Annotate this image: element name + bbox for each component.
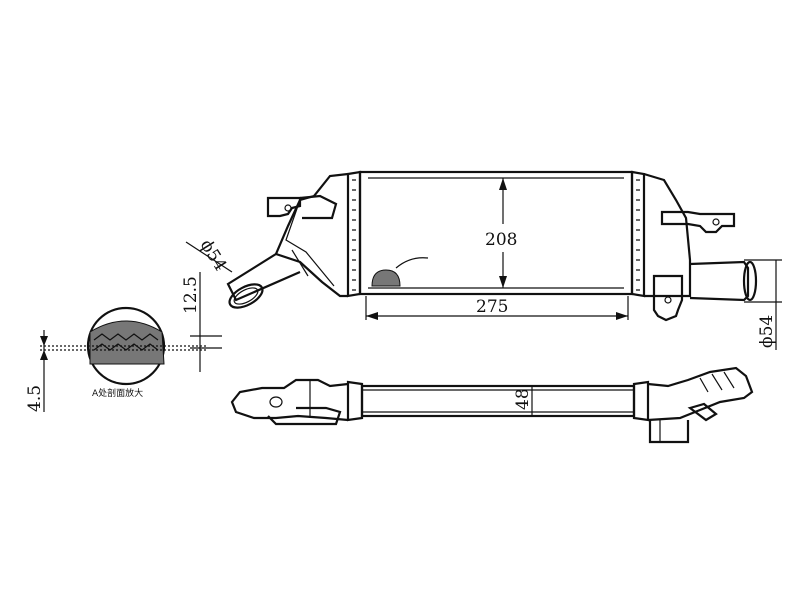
- dim-width: 275: [365, 296, 629, 320]
- top-right-outlet: [648, 420, 690, 444]
- left-tank-inner: [285, 199, 335, 287]
- right-tank: [643, 172, 692, 298]
- left-bracket-hole: [284, 204, 292, 212]
- dim-width-arrow-right: [616, 312, 628, 320]
- dim-height: 208: [485, 178, 517, 288]
- top-left-header: [346, 380, 364, 422]
- dim-fin-label: 4.5: [25, 385, 45, 412]
- dim-height-arrow-top: [499, 178, 507, 190]
- left-tank: [274, 172, 349, 298]
- dim-width-label: 275: [476, 297, 508, 317]
- dim-inlet-label: ϕ54: [196, 236, 231, 275]
- detail-hatch: [89, 320, 165, 365]
- detail-caption: A处剖面放大: [92, 387, 143, 399]
- dim-thickness-label: 48: [513, 388, 533, 410]
- dim-thickness: 48: [513, 386, 533, 416]
- dim-offset: 12.5: [181, 272, 222, 372]
- dim-height-label: 208: [485, 230, 517, 250]
- bottom-mount-bracket: [652, 274, 684, 322]
- top-right-header: [632, 380, 650, 422]
- section-a-leader: [395, 257, 429, 269]
- dim-offset-label: 12.5: [181, 276, 201, 314]
- right-mount-bracket: [660, 210, 736, 234]
- dim-outlet-label: ϕ54: [757, 315, 777, 348]
- right-bracket-hole: [712, 218, 720, 226]
- outlet-pipe: [689, 260, 750, 302]
- dim-outlet-diameter: ϕ54: [744, 259, 782, 350]
- inlet-pipe-end: [228, 283, 264, 309]
- dim-height-arrow-bottom: [499, 276, 507, 288]
- top-right-bracket: [687, 402, 718, 422]
- bottom-bracket-hole: [664, 296, 672, 304]
- dim-fin-pitch: 4.5: [25, 330, 48, 412]
- section-detail: A处剖面放大: [40, 306, 206, 399]
- top-view: [230, 366, 754, 444]
- dim-width-arrow-left: [366, 312, 378, 320]
- dim-inlet-leader: [185, 241, 233, 273]
- front-view: [226, 170, 758, 322]
- dim-fin-arrow-top: [40, 336, 48, 346]
- inlet-pipe-bore: [233, 287, 259, 305]
- left-mount-bracket: [266, 196, 302, 218]
- right-header-seams: [636, 179, 640, 291]
- left-header: [346, 170, 362, 298]
- top-right-corrugation: [699, 371, 735, 393]
- top-right-tank: [647, 366, 754, 422]
- outlet-pipe-end: [742, 260, 758, 302]
- top-left-bracket: [267, 406, 342, 426]
- top-left-tank: [230, 378, 349, 422]
- top-left-boss: [269, 396, 283, 408]
- detail-fin-wave-1: [93, 333, 159, 341]
- dim-fin-arrow-bottom: [40, 350, 48, 360]
- dim-inlet-diameter: ϕ54: [185, 236, 233, 275]
- section-a-hatch: [371, 269, 401, 287]
- left-header-seams: [352, 179, 356, 291]
- left-bracket-web: [299, 194, 338, 220]
- inlet-pipe: [226, 253, 301, 302]
- inlet-pipe-bead: [291, 249, 309, 277]
